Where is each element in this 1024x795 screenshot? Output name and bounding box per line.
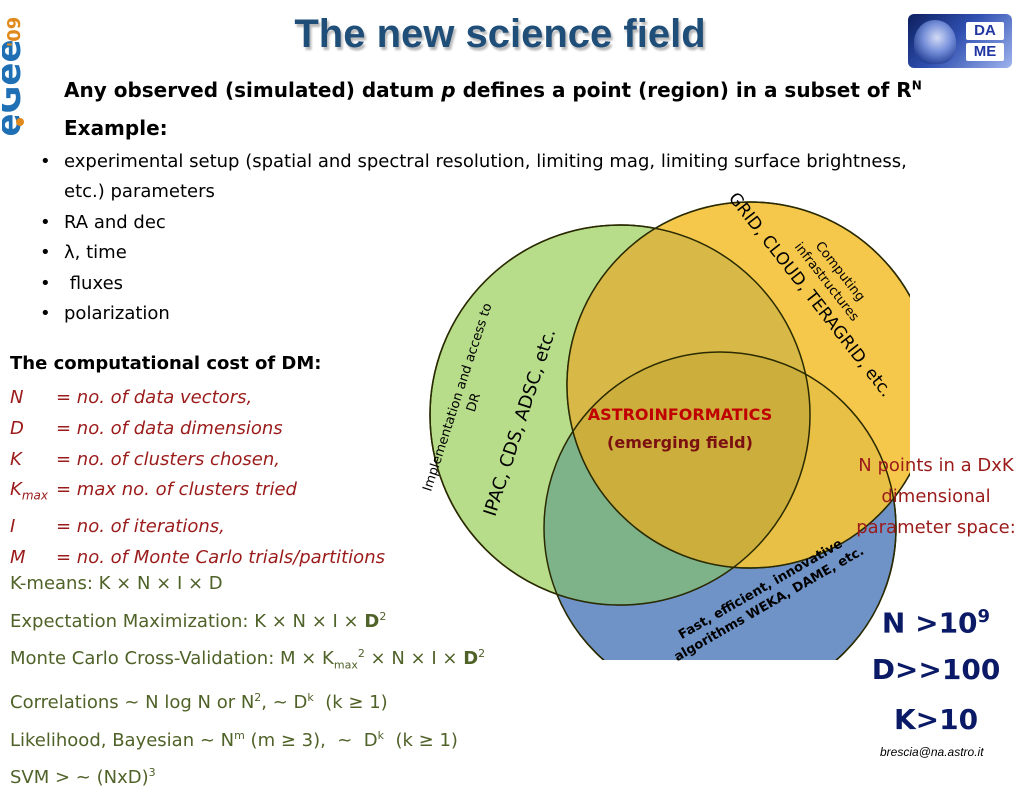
intro-superscript: N <box>911 78 922 93</box>
algorithm-mc: Monte Carlo Cross-Validation: M × Kmax2 … <box>10 638 485 682</box>
dame-face-icon <box>914 20 956 64</box>
algorithm-kmeans: K-means: K × N × I × D <box>10 573 223 594</box>
svg-text:'09: '09 <box>4 17 25 48</box>
bullet-marker: • <box>40 272 51 294</box>
algorithm-correlations: Correlations ~ N log N or N2, ~ Dk (k ≥ … <box>10 682 485 720</box>
n-value-exponent: 9 <box>977 606 991 627</box>
n-value-text: N >10 <box>881 606 978 640</box>
definition-text: = no. of clusters chosen, <box>56 448 280 470</box>
symbol-letter: K <box>10 448 22 470</box>
dame-logo-text-bottom: ME <box>966 43 1004 61</box>
em-sup: 2 <box>379 609 387 623</box>
lik-text-3: (k ≥ 1) <box>384 729 458 751</box>
symbol-letter: K <box>10 479 22 501</box>
definition-symbol: D <box>10 414 56 445</box>
bullet-item: • RA and dec <box>40 208 940 239</box>
lik-text-1: Likelihood, Bayesian ~ N <box>10 729 235 751</box>
bullet-marker: • <box>40 211 51 233</box>
corr-text-2: , ~ D <box>261 692 308 714</box>
bullet-text: fluxes <box>64 272 124 294</box>
d-value: D>>100 <box>871 653 1001 686</box>
cost-title: The computational cost of DM: <box>10 353 322 374</box>
mc-text: Monte Carlo Cross-Validation: M × K <box>10 648 334 669</box>
bullet-text: λ, time <box>64 242 127 263</box>
symbol-subscript: max <box>21 488 48 503</box>
n-value: N >109 <box>856 606 1016 639</box>
bullet-marker: • <box>40 303 51 324</box>
svm-sup: 3 <box>148 766 156 780</box>
intro-statement: Any observed (simulated) datum p defines… <box>64 78 922 102</box>
definition-item: M = no. of Monte Carlo trials/partitions <box>10 543 385 574</box>
definition-symbol: Kmax <box>10 475 56 511</box>
definition-symbol: K <box>10 445 56 476</box>
venn-outline-blue <box>543 351 897 660</box>
parameter-space-text: N points in a DxK dimensional parameter … <box>856 455 1016 538</box>
bullet-item: • experimental setup (spatial and spectra… <box>40 147 940 208</box>
bullet-item: • polarization <box>40 299 940 330</box>
mc-sub: max <box>333 658 358 672</box>
svm-text: SVM > ~ (NxD) <box>10 767 149 789</box>
bullet-item: • λ, time <box>40 238 940 269</box>
dame-logo: DA ME <box>908 14 1012 68</box>
algorithm-svm: SVM > ~ (NxD)3 <box>10 757 485 795</box>
intro-prefix: Any observed (simulated) datum <box>64 78 442 102</box>
mc-sup: 2 <box>357 647 365 660</box>
lik-text-2: (m ≥ 3), ~ D <box>244 729 378 751</box>
venn-diagram <box>429 201 910 660</box>
bullet-item: • fluxes <box>40 269 940 300</box>
dame-logo-text-top: DA <box>966 22 1004 40</box>
lik-sup-2: k <box>377 728 385 742</box>
slide-title: The new science field <box>294 12 706 56</box>
egee-logo: eGee '09 <box>0 2 38 174</box>
definition-text: = no. of data dimensions <box>56 417 283 439</box>
astroinformatics-subtitle: (emerging field) <box>607 433 753 452</box>
em-text: Expectation Maximization: K × N × I × <box>10 610 365 632</box>
corr-text-1: Correlations ~ N log N or N <box>10 692 255 714</box>
venn-outline-yellow <box>566 201 910 569</box>
bullet-marker: • <box>40 242 51 263</box>
definition-item: D = no. of data dimensions <box>10 414 385 445</box>
k-value: K>10 <box>893 703 979 736</box>
author-email: brescia@na.astro.it <box>880 745 984 759</box>
definition-symbol: I <box>10 512 56 543</box>
venn-outline-green <box>429 224 811 606</box>
em-bold: D <box>364 610 380 632</box>
definition-text: = no. of iterations, <box>56 515 225 537</box>
bullet-marker: • <box>40 151 51 172</box>
definition-item: I = no. of iterations, <box>10 512 385 543</box>
intro-variable: p <box>441 78 456 102</box>
svg-text:eGee: eGee <box>2 39 29 136</box>
example-label: Example: <box>64 116 168 140</box>
symbol-letter: I <box>10 515 16 537</box>
example-bullet-list: • experimental setup (spatial and spectra… <box>40 147 940 330</box>
definition-text: = no. of Monte Carlo trials/partitions <box>56 546 385 568</box>
corr-sup-1: 2 <box>254 691 262 705</box>
lik-sup-1: m <box>234 728 245 742</box>
symbol-letter: D <box>10 417 24 439</box>
definition-list: N = no. of data vectors, D = no. of data d… <box>10 383 385 573</box>
mc-mid: × N × I × <box>364 648 464 669</box>
algorithm-em: Expectation Maximization: K × N × I × D2 <box>10 601 485 639</box>
definition-text: = no. of data vectors, <box>56 387 253 408</box>
definition-item: K = no. of clusters chosen, <box>10 445 385 476</box>
corr-sup-2: k <box>307 691 314 705</box>
mc-sup-2: 2 <box>478 647 486 660</box>
corr-text-3: (k ≥ 1) <box>313 692 388 714</box>
symbol-letter: M <box>10 546 26 568</box>
symbol-letter: N <box>10 387 24 408</box>
definition-item: Kmax= max no. of clusters tried <box>10 475 385 511</box>
definition-symbol: N <box>10 383 56 414</box>
bullet-text: polarization <box>64 303 170 324</box>
definition-item: N = no. of data vectors, <box>10 383 385 414</box>
bullet-text: experimental setup (spatial and spectral… <box>64 151 907 202</box>
bullet-text: RA and dec <box>64 211 166 233</box>
definition-text: = max no. of clusters tried <box>56 479 297 501</box>
definition-symbol: M <box>10 543 56 574</box>
astroinformatics-title: ASTROINFORMATICS <box>587 405 773 424</box>
astroinformatics-label: ASTROINFORMATICS (emerging field) <box>560 401 800 457</box>
venn-overlap-center <box>567 352 810 568</box>
algorithm-likelihood: Likelihood, Bayesian ~ Nm (m ≥ 3), ~ Dk … <box>10 720 485 758</box>
intro-suffix: defines a point (region) in a subset of … <box>455 78 912 102</box>
mc-bold: D <box>463 648 479 669</box>
